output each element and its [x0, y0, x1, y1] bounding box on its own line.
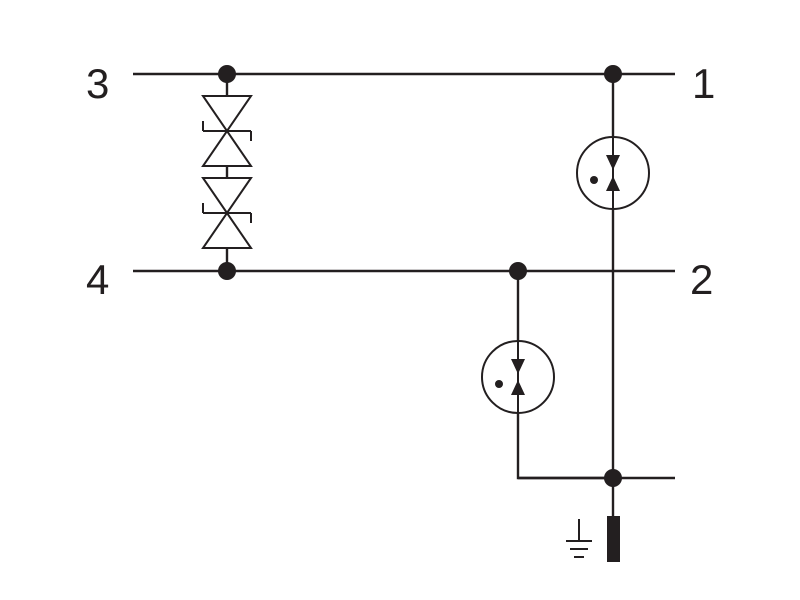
junction-dot [604, 65, 622, 83]
tvs-diode-lower [201, 177, 253, 249]
tvs-diode-upper [201, 95, 253, 167]
gas-discharge-tube-icon [481, 340, 555, 414]
ground-terminal-block-icon [607, 516, 620, 562]
terminal-1-label: 1 [692, 60, 715, 107]
terminal-2-label: 2 [690, 256, 713, 303]
junction-dot [218, 262, 236, 280]
junction-dot [509, 262, 527, 280]
terminal-3-label: 3 [86, 60, 109, 107]
junction-dot [218, 65, 236, 83]
junction-dot [604, 469, 622, 487]
terminal-4-label: 4 [86, 256, 109, 303]
earth-ground-icon [566, 519, 592, 558]
gas-discharge-tube-icon [576, 136, 650, 210]
bidirectional-tvs-diode-pair-icon [201, 95, 253, 249]
